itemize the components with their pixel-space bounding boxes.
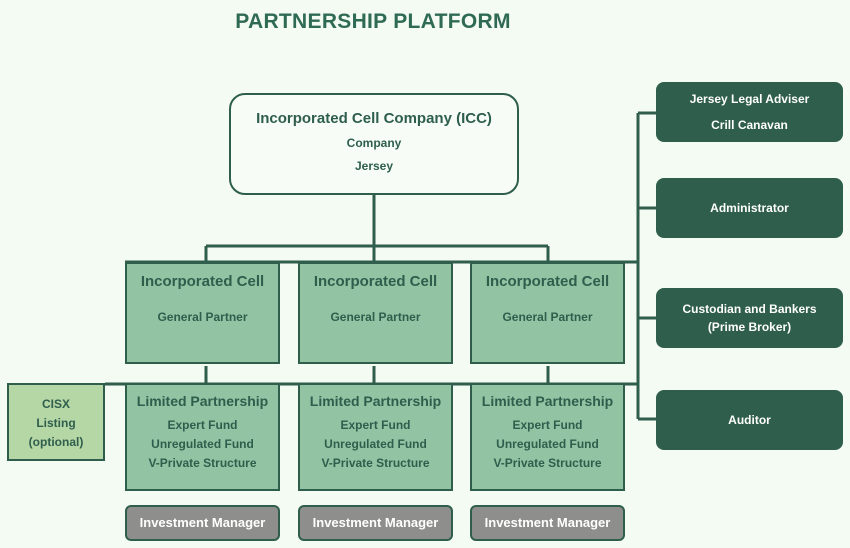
cell-role: General Partner	[157, 310, 248, 324]
cisx-listing-box: CISX Listing (optional)	[7, 383, 105, 461]
lp-name: Limited Partnership	[481, 393, 614, 409]
icc-name: Incorporated Cell Company (ICC)	[256, 110, 492, 127]
adviser-jersey-legal: Jersey Legal Adviser Crill Canavan	[656, 82, 843, 142]
adviser-auditor: Auditor	[656, 390, 843, 450]
lp-line: Expert Fund	[167, 418, 238, 432]
lp-line: Unregulated Fund	[324, 437, 427, 451]
lp-name: Limited Partnership	[309, 393, 442, 409]
incorporated-cell-3: Incorporated Cell General Partner	[470, 262, 625, 364]
cell-name: Incorporated Cell	[313, 273, 438, 290]
adviser-line: Custodian and Bankers	[682, 302, 817, 316]
investment-manager-3: Investment Manager	[470, 505, 625, 541]
lp-line: V-Private Structure	[493, 456, 602, 470]
cell-role: General Partner	[330, 310, 421, 324]
lp-line: Unregulated Fund	[496, 437, 599, 451]
lp-line: V-Private Structure	[321, 456, 430, 470]
lp-line: Expert Fund	[512, 418, 583, 432]
incorporated-cell-2: Incorporated Cell General Partner	[298, 262, 453, 364]
adviser-line: Administrator	[710, 201, 789, 215]
lp-line: Unregulated Fund	[151, 437, 254, 451]
icc-box: Incorporated Cell Company (ICC) Company …	[229, 93, 519, 195]
cell-name: Incorporated Cell	[485, 273, 610, 290]
limited-partnership-3: Limited Partnership Expert Fund Unregula…	[470, 383, 625, 491]
limited-partnership-2: Limited Partnership Expert Fund Unregula…	[298, 383, 453, 491]
lp-line: V-Private Structure	[148, 456, 257, 470]
lp-line: Expert Fund	[340, 418, 411, 432]
cisx-line-2: Listing	[36, 416, 76, 430]
cisx-line-3: (optional)	[28, 435, 84, 449]
cisx-line-1: CISX	[41, 397, 70, 411]
adviser-line: (Prime Broker)	[707, 320, 792, 334]
incorporated-cell-1: Incorporated Cell General Partner	[125, 262, 280, 364]
lp-name: Limited Partnership	[136, 393, 269, 409]
investment-manager-1: Investment Manager	[125, 505, 280, 541]
adviser-line: Crill Canavan	[711, 118, 788, 132]
adviser-administrator: Administrator	[656, 178, 843, 238]
adviser-custodian: Custodian and Bankers (Prime Broker)	[656, 288, 843, 348]
cell-role: General Partner	[502, 310, 593, 324]
cell-name: Incorporated Cell	[140, 273, 265, 290]
icc-type: Company	[346, 136, 402, 150]
diagram-title: PARTNERSHIP PLATFORM	[235, 10, 511, 33]
adviser-line: Jersey Legal Adviser	[689, 92, 810, 106]
limited-partnership-1: Limited Partnership Expert Fund Unregula…	[125, 383, 280, 491]
investment-manager-2: Investment Manager	[298, 505, 453, 541]
adviser-line: Auditor	[728, 413, 771, 427]
icc-jurisdiction: Jersey	[354, 159, 394, 173]
